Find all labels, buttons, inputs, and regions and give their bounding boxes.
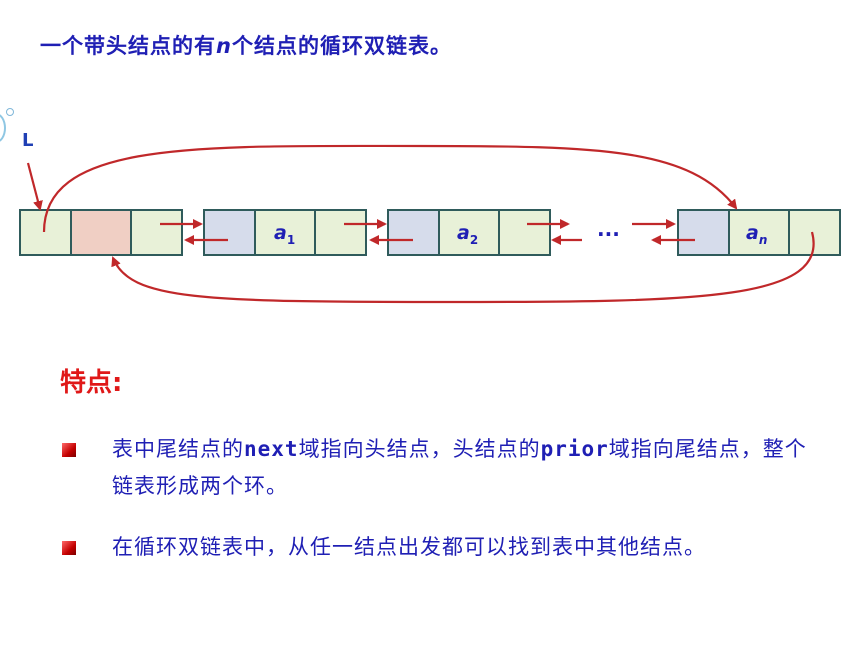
node-a2: a2 [387,209,551,256]
feature-1-keyword-next: next [244,437,299,461]
ellipsis: ··· [597,222,620,246]
node-an: an [677,209,841,256]
slide-title: 一个带头结点的有n个结点的循环双链表。 [40,30,452,60]
node-a1-label: a1 [274,222,295,247]
head-node [19,209,183,256]
head-pointer-arrow [26,162,43,211]
node-an-data-cell [728,209,790,256]
head-data-cell [70,209,132,256]
node-a2-prior-cell [387,209,440,256]
feature-item-2: 在循环双链表中，从任一结点出发都可以找到表中其他结点。 [112,535,706,559]
feature-item-1: 表中尾结点的next域指向头结点，头结点的prior域指向尾结点，整个链表形成两… [112,431,812,505]
head-next-cell [130,209,183,256]
node-a1: a1 [203,209,367,256]
title-suffix: 个结点的循环双链表。 [231,34,452,58]
title-prefix: 一个带头结点的有 [40,34,216,58]
feature-1-keyword-prior: prior [540,437,609,461]
features-heading: 特点: [60,368,123,398]
feature-1-text-b: 域指向头结点，头结点的 [298,437,541,461]
node-a2-data-cell [438,209,500,256]
node-a1-prior-cell [203,209,256,256]
node-a2-label: a2 [457,222,478,247]
node-an-label: an [746,222,767,247]
node-an-next-cell [788,209,841,256]
bullet-icon [62,541,76,555]
feature-1-text-c: 域指向尾结点，整个链表形成两个环。 [112,437,807,498]
prior-loop-arrow-head-to-an [42,144,738,233]
node-a1-next-cell [314,209,367,256]
node-a2-next-cell [498,209,551,256]
head-pointer-label: L [22,130,34,151]
feature-1-text-a: 表中尾结点的 [112,437,244,461]
next-loop-arrow-an-to-head [111,231,815,304]
bullet-icon [62,443,76,457]
slide-circle-decoration [6,108,14,116]
title-n: n [216,34,232,58]
node-an-prior-cell [677,209,730,256]
node-a1-data-cell [254,209,316,256]
